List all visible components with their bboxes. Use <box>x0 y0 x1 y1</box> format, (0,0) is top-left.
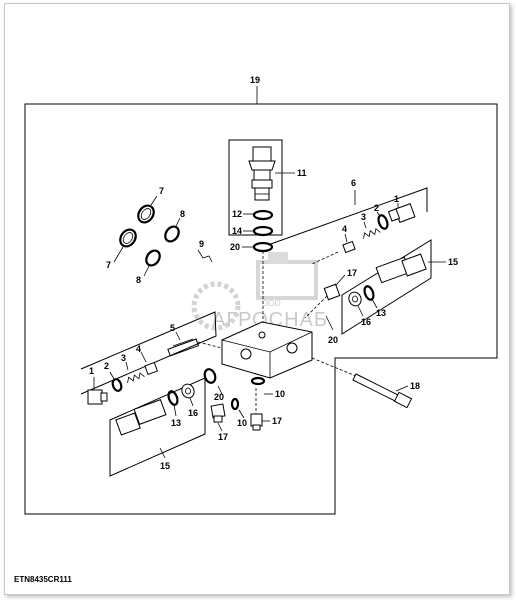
callout-13-lower: 13 <box>171 418 181 428</box>
callout-1-lower: 1 <box>89 366 94 376</box>
callout-11: 11 <box>297 168 307 178</box>
callout-4-upper: 4 <box>342 224 347 234</box>
callout-20-top: 20 <box>230 242 240 252</box>
callout-12: 12 <box>232 209 242 219</box>
callout-18: 18 <box>410 381 420 391</box>
callout-8-lower: 8 <box>136 275 141 285</box>
callout-3-lower: 3 <box>121 353 126 363</box>
callout-6: 6 <box>351 178 356 188</box>
callout-8-upper: 8 <box>180 209 185 219</box>
figure-code: ETN8435CR111 <box>14 575 72 584</box>
part-17-plug-lower-left <box>210 403 226 423</box>
callout-1-upper: 1 <box>394 194 399 204</box>
callout-20-right: 20 <box>328 335 338 345</box>
part-10-oring-left <box>230 397 240 411</box>
watermark: ООО АГРОСНАБ <box>191 252 328 331</box>
part-20-oring-lower <box>203 368 217 384</box>
box-part-6 <box>267 187 428 246</box>
valve-block <box>221 321 313 379</box>
assembly-boundary <box>24 103 498 515</box>
part-8-ring-lower <box>145 249 161 267</box>
callout-2-lower: 2 <box>104 361 109 371</box>
part-1-plug-lower <box>87 389 108 405</box>
part-15-valve-upper <box>375 253 427 284</box>
callout-15-upper: 15 <box>448 257 458 267</box>
callout-5: 5 <box>170 323 175 333</box>
callout-9: 9 <box>199 239 204 249</box>
part-16-washer-upper <box>348 291 362 307</box>
part-13-ring-lower <box>167 390 179 406</box>
callout-17-lower-left: 17 <box>218 432 228 442</box>
callout-17-upper: 17 <box>347 268 357 278</box>
watermark-brand: АГРОСНАБ <box>212 309 328 331</box>
part-17-plug-upper <box>323 283 341 301</box>
callout-16-upper: 16 <box>361 317 371 327</box>
callout-10-right: 10 <box>275 389 285 399</box>
part-10-oring-right <box>250 376 266 386</box>
part-2-oring-lower <box>111 378 123 392</box>
callout-19: 19 <box>250 75 260 85</box>
part-5-spool <box>167 338 200 357</box>
box-part-15-upper <box>341 239 432 335</box>
callout-20-lower: 20 <box>214 392 224 402</box>
callout-15-lower: 15 <box>160 461 170 471</box>
box-part-11 <box>228 139 283 236</box>
part-18-bolt <box>352 373 413 409</box>
callout-10-left: 10 <box>237 418 247 428</box>
part-3-spring-upper <box>363 227 381 239</box>
part-12-oring <box>252 209 274 221</box>
part-7-ring-lower <box>119 228 137 248</box>
callout-4-lower: 4 <box>136 344 141 354</box>
part-1-plug-upper <box>387 203 416 223</box>
part-7-ring-upper <box>137 204 155 224</box>
part-8-ring-upper <box>164 225 180 243</box>
part-4-poppet-upper <box>342 240 356 254</box>
part-2-oring-upper <box>377 214 389 230</box>
part-4-poppet-lower <box>144 361 159 376</box>
watermark-prefix: ООО <box>262 299 281 308</box>
callout-7-lower: 7 <box>106 260 111 270</box>
callout-16-lower: 16 <box>188 408 198 418</box>
callout-3-upper: 3 <box>361 212 366 222</box>
part-14-ring <box>252 225 274 237</box>
callout-17-lower-right: 17 <box>272 416 282 426</box>
part-13-ring-upper <box>363 285 375 301</box>
part-3-spring-lower <box>127 372 145 383</box>
part-11-cartridge <box>248 146 276 201</box>
callout-13-upper: 13 <box>376 308 386 318</box>
part-16-washer-lower <box>181 383 195 399</box>
callout-7-upper: 7 <box>159 186 164 196</box>
part-15-valve-lower <box>115 399 167 436</box>
part-17-plug-lower-right <box>250 413 263 431</box>
callout-2-upper: 2 <box>374 203 379 213</box>
callout-14: 14 <box>232 226 242 236</box>
